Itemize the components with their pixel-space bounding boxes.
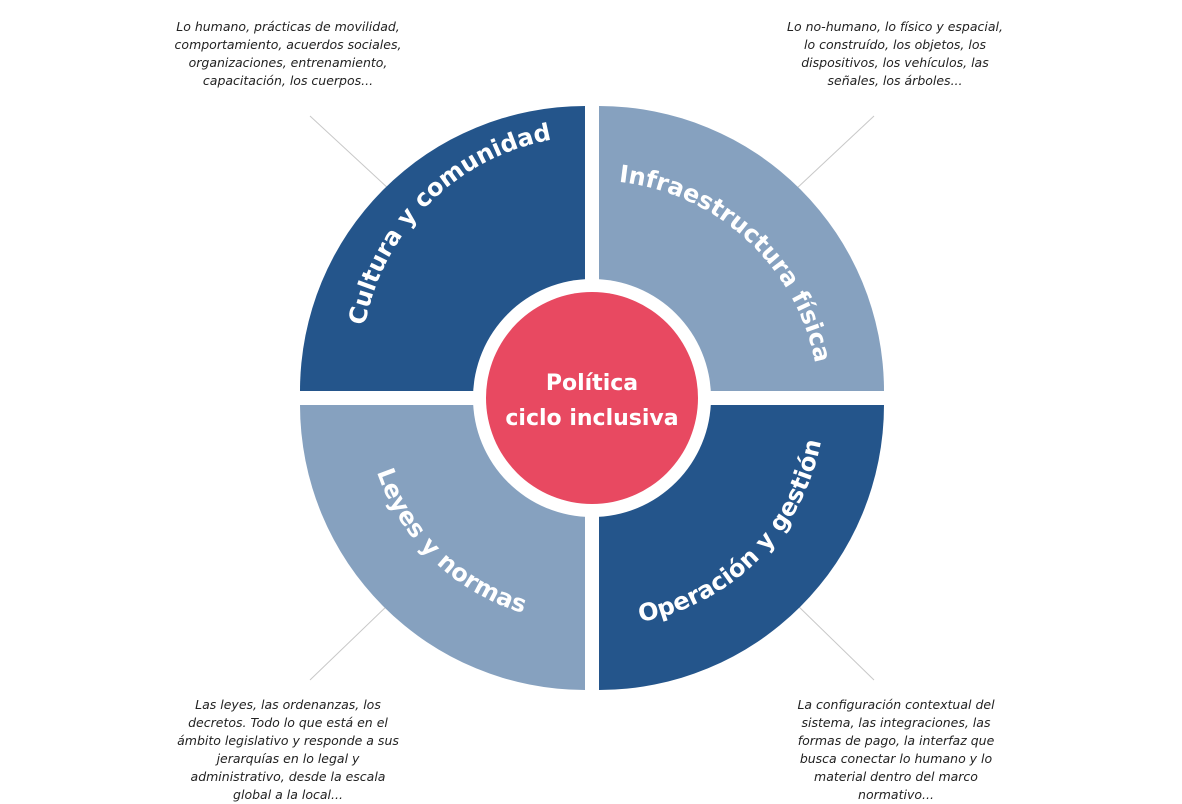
description-top-left: Lo humano, prácticas de movilidad, compo… [174,19,402,88]
center-label-line2: ciclo inclusiva [505,406,678,431]
leader-lines [309,115,875,681]
center-label-line1: Política [546,371,638,396]
leader-line-bottom-left [309,602,391,681]
center-circle [486,292,698,504]
leader-line-top-right [794,115,875,191]
leader-line-top-left [309,115,391,191]
description-top-right: Lo no-humano, lo físico y espacial, lo c… [787,19,1003,88]
description-bottom-left: Las leyes, las ordenanzas, los decretos.… [177,697,399,802]
description-bottom-right: La configuración contextual del sistema,… [797,697,995,802]
leader-line-bottom-right [794,602,875,681]
